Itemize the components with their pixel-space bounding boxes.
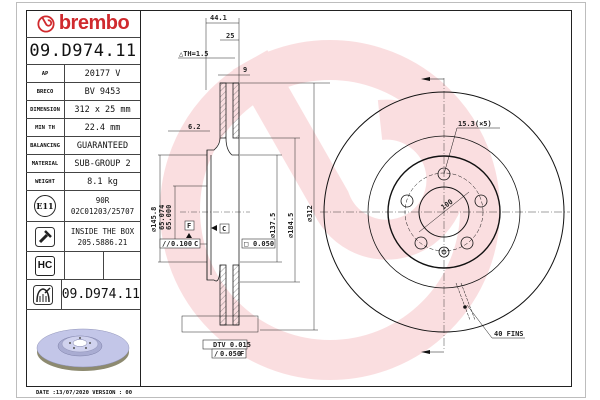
svg-text://: // [162,240,170,248]
datum-f: F [187,222,191,230]
drawing-frame [26,10,572,387]
dim-d65-074: 65.074 [158,205,166,230]
datum-c: C [222,225,226,233]
spec-row-min-th: MIN TH 22.4 mm [26,119,140,137]
dim-d312: ⌀312 [306,205,314,222]
spec-row-ap: AP 20177 V [26,65,140,83]
hc-badge-icon: HC [35,255,55,276]
disc-front-view [320,78,570,353]
screw-icon [35,226,55,247]
spec-label: WEIGHT [26,173,65,190]
dim-d65-000: 65.000 [165,205,173,230]
spec-row-weight: WEIGHT 8.1 kg [26,173,140,191]
spec-row-balancing: BALANCING GUARANTEED [26,137,140,155]
dim-d145-8: ⌀145.8 [150,207,158,232]
brand-logo: brembo [26,10,140,38]
parallelism-ref: C [194,240,198,248]
runout-value: 0.050 [220,350,241,358]
dtv-value: DTV 0.015 [213,341,251,349]
spec-label: MIN TH [26,119,65,136]
part-number: 09.D974.11 [26,38,140,65]
spec-value: BV 9453 [84,86,121,97]
svg-text:/: / [214,350,218,358]
date-version: DATE :13/07/2020 VERSION : 00 [36,390,133,396]
hardware-code: 205.5886.21 [77,237,128,247]
spec-label: MATERIAL [26,155,65,172]
hardware-label: INSIDE THE BOX [70,226,135,236]
e11-badge-icon: E11 [34,195,56,217]
spec-label: BALANCING [26,137,65,154]
approval-number: 02C01203/25707 [70,207,135,216]
svg-text:□: □ [244,240,248,248]
disc-ref-row: 09.D974.11 [26,280,140,310]
spec-label: BRECO [26,83,65,100]
parallelism-value: 0.100 [171,240,192,248]
spec-value: 22.4 mm [84,122,121,133]
dim-d184-5: ⌀184.5 [287,213,295,238]
section-arrow-icon [421,350,430,354]
brembo-watermark-icon [160,40,500,380]
dim-9: 9 [243,66,247,74]
spec-row-dimension: DIMENSION 312 x 25 mm [26,101,140,119]
dim-delta-th: △TH=1.5 [179,50,209,58]
page-border [16,2,586,398]
brand-name: brembo [58,12,130,34]
datum-triangle-icon [186,233,192,238]
fins-label: 40 FINS [494,330,524,338]
bolt-hole-label: 15.3(×5) [458,120,492,128]
disc-ref-number: 09.D974.11 [61,287,140,302]
hc-row: HC [26,252,140,280]
spec-value: 8.1 kg [87,176,118,187]
spec-row-breco: BRECO BV 9453 [26,83,140,101]
dim-44-1: 44.1 [210,14,227,22]
datum-arrow-icon [211,225,217,231]
cross-section [158,18,330,333]
spec-row-material: MATERIAL SUB-GROUP 2 [26,155,140,173]
spec-value: 20177 V [84,68,121,79]
spec-value: SUB-GROUP 2 [74,158,131,169]
dim-6-2: 6.2 [188,123,201,131]
approval-row: E11 90R 02C01203/25707 [26,191,140,222]
dim-25: 25 [226,32,234,40]
spec-value: 312 x 25 mm [74,104,131,115]
disc-coating-icon [33,284,54,305]
flatness-value: 0.050 [253,240,274,248]
spec-label: DIMENSION [26,101,65,118]
disc-render-image [26,310,140,386]
section-arrow-icon [421,77,430,81]
brembo-logo-icon [37,14,55,33]
spec-label: AP [26,65,65,82]
dim-d137-5: ⌀137.5 [269,213,277,238]
approval-code: 90R [95,196,110,205]
spec-value: GUARANTEED [76,140,129,151]
runout-ref: F [240,350,244,358]
spec-table: brembo 09.D974.11 AP 20177 V BRECO BV 94… [26,10,141,387]
